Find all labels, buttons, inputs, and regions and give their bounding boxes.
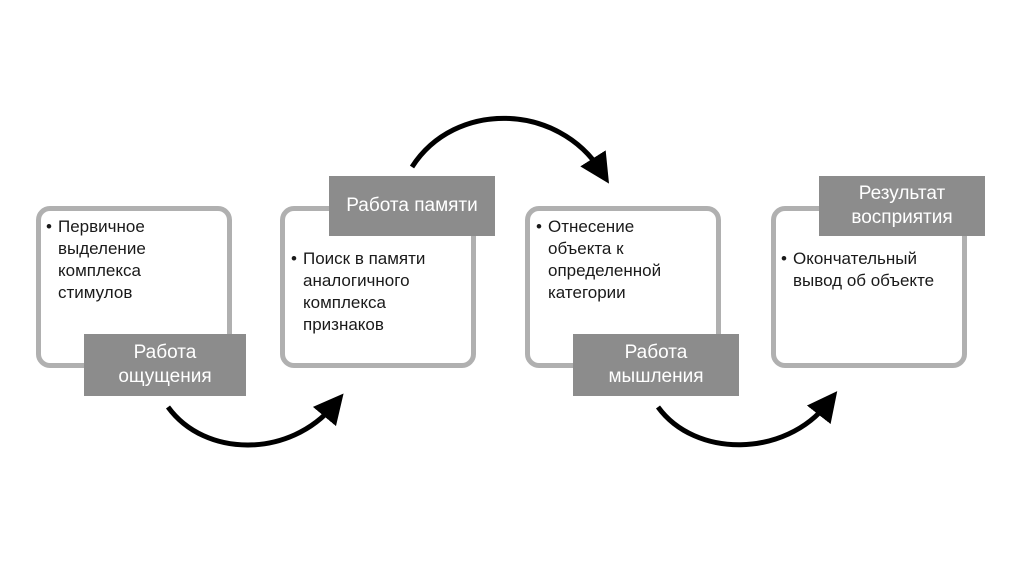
- stage-text-result: Окончательный вывод об объекте: [781, 248, 941, 292]
- stage-text-sensation: Первичное выделение комплекса стимулов: [46, 216, 196, 304]
- stage-text-memory: Поиск в памяти аналогичного комплекса пр…: [291, 248, 451, 336]
- stage-text-thinking: Отнесение объекта к определенной категор…: [536, 216, 696, 304]
- arrow-2-to-3: [409, 115, 610, 184]
- stage-label-memory: Работа памяти: [329, 176, 495, 236]
- stage-bullet: Первичное выделение комплекса стимулов: [46, 216, 196, 304]
- arrow-3-to-4: [655, 391, 838, 448]
- arrow-1-to-2: [165, 393, 344, 448]
- stage-bullet: Окончательный вывод об объекте: [781, 248, 941, 292]
- stage-label-result: Результат восприятия: [819, 176, 985, 236]
- stage-bullet: Поиск в памяти аналогичного комплекса пр…: [291, 248, 451, 336]
- stage-label-sensation: Работа ощущения: [84, 334, 246, 396]
- stage-bullet: Отнесение объекта к определенной категор…: [536, 216, 696, 304]
- stage-label-thinking: Работа мышления: [573, 334, 739, 396]
